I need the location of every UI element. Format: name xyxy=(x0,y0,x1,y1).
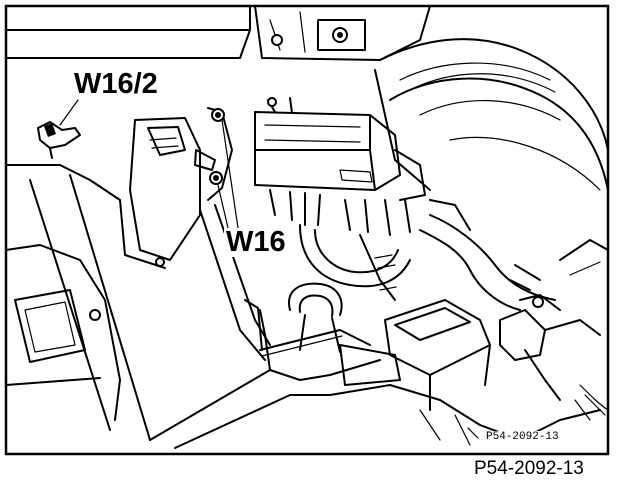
wiring-harness xyxy=(269,189,556,311)
hose-clamp-loop xyxy=(259,282,371,357)
inset-reference-pointer xyxy=(467,427,479,439)
bottom-crossmember xyxy=(149,299,601,449)
left-body-panel xyxy=(5,164,151,441)
callout-label-w16-2: W16/2 xyxy=(72,68,160,100)
control-module xyxy=(254,97,426,201)
callout-label-w16: W16 xyxy=(224,226,288,258)
illustration-frame xyxy=(4,4,610,456)
connector-housing xyxy=(119,117,201,269)
w16-2-ground-bracket xyxy=(37,121,81,159)
drawing-reference-inset: P54-2092-13 xyxy=(484,431,561,443)
callout-leaders xyxy=(59,99,239,229)
upper-body-panel xyxy=(5,5,431,61)
figure-reference-number: P54-2092-13 xyxy=(474,458,584,479)
right-side-hoses xyxy=(499,239,609,421)
air-intake-duct xyxy=(374,38,609,191)
relay-box xyxy=(339,299,491,411)
